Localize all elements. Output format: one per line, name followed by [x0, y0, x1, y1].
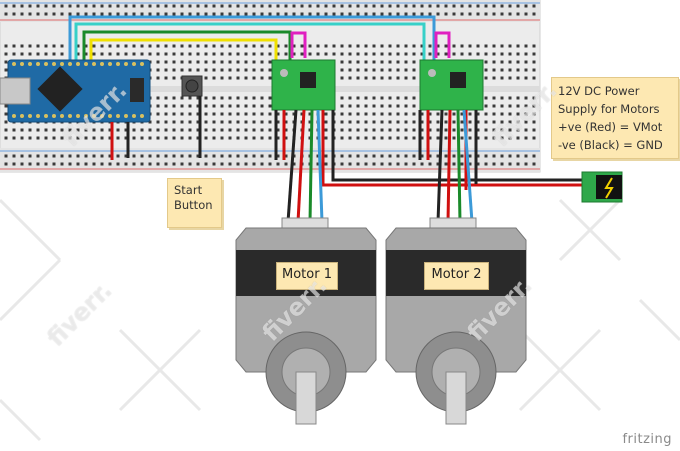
dc-power-jack — [581, 171, 623, 203]
power-note-line-2: Supply for Motors — [558, 102, 660, 116]
power-supply-note: 12V DC Power Supply for Motors +ve (Red)… — [551, 77, 679, 159]
wire-green — [82, 30, 292, 60]
mcu-chip — [37, 66, 83, 112]
wire-vmot-red — [321, 110, 590, 187]
motor-coil-wires — [286, 109, 474, 223]
start-note-line-1: Start — [174, 183, 203, 197]
signal-wires — [68, 15, 451, 60]
start-button-note: Start Button — [167, 178, 222, 228]
stepper-motor-1 — [235, 217, 377, 425]
fritzing-brand: fritzing — [622, 432, 672, 447]
wire-yellow — [89, 38, 278, 60]
usb-connector — [0, 77, 31, 105]
stepper-motor-2 — [385, 217, 527, 425]
start-pushbutton — [181, 75, 203, 158]
start-note-line-2: Button — [174, 198, 213, 212]
motor-2-label: Motor 2 — [424, 262, 489, 290]
wire-magenta-1 — [290, 31, 307, 58]
arduino-nano — [0, 59, 151, 123]
watermark-cross-lines — [0, 198, 680, 442]
stepper-driver-2 — [419, 59, 484, 111]
motor-1-label: Motor 1 — [276, 262, 338, 290]
icsp-header — [130, 78, 144, 102]
wire-vmot-black — [331, 110, 590, 182]
wire-cyan — [74, 22, 426, 60]
wire-blue — [68, 15, 436, 60]
power-note-line-3: +ve (Red) = VMot — [558, 120, 663, 134]
stepper-driver-1 — [271, 59, 336, 111]
power-wires — [110, 110, 590, 190]
power-note-line-4: -ve (Black) = GND — [558, 138, 663, 152]
power-note-line-1: 12V DC Power — [558, 84, 640, 98]
wire-magenta-2 — [434, 31, 451, 58]
